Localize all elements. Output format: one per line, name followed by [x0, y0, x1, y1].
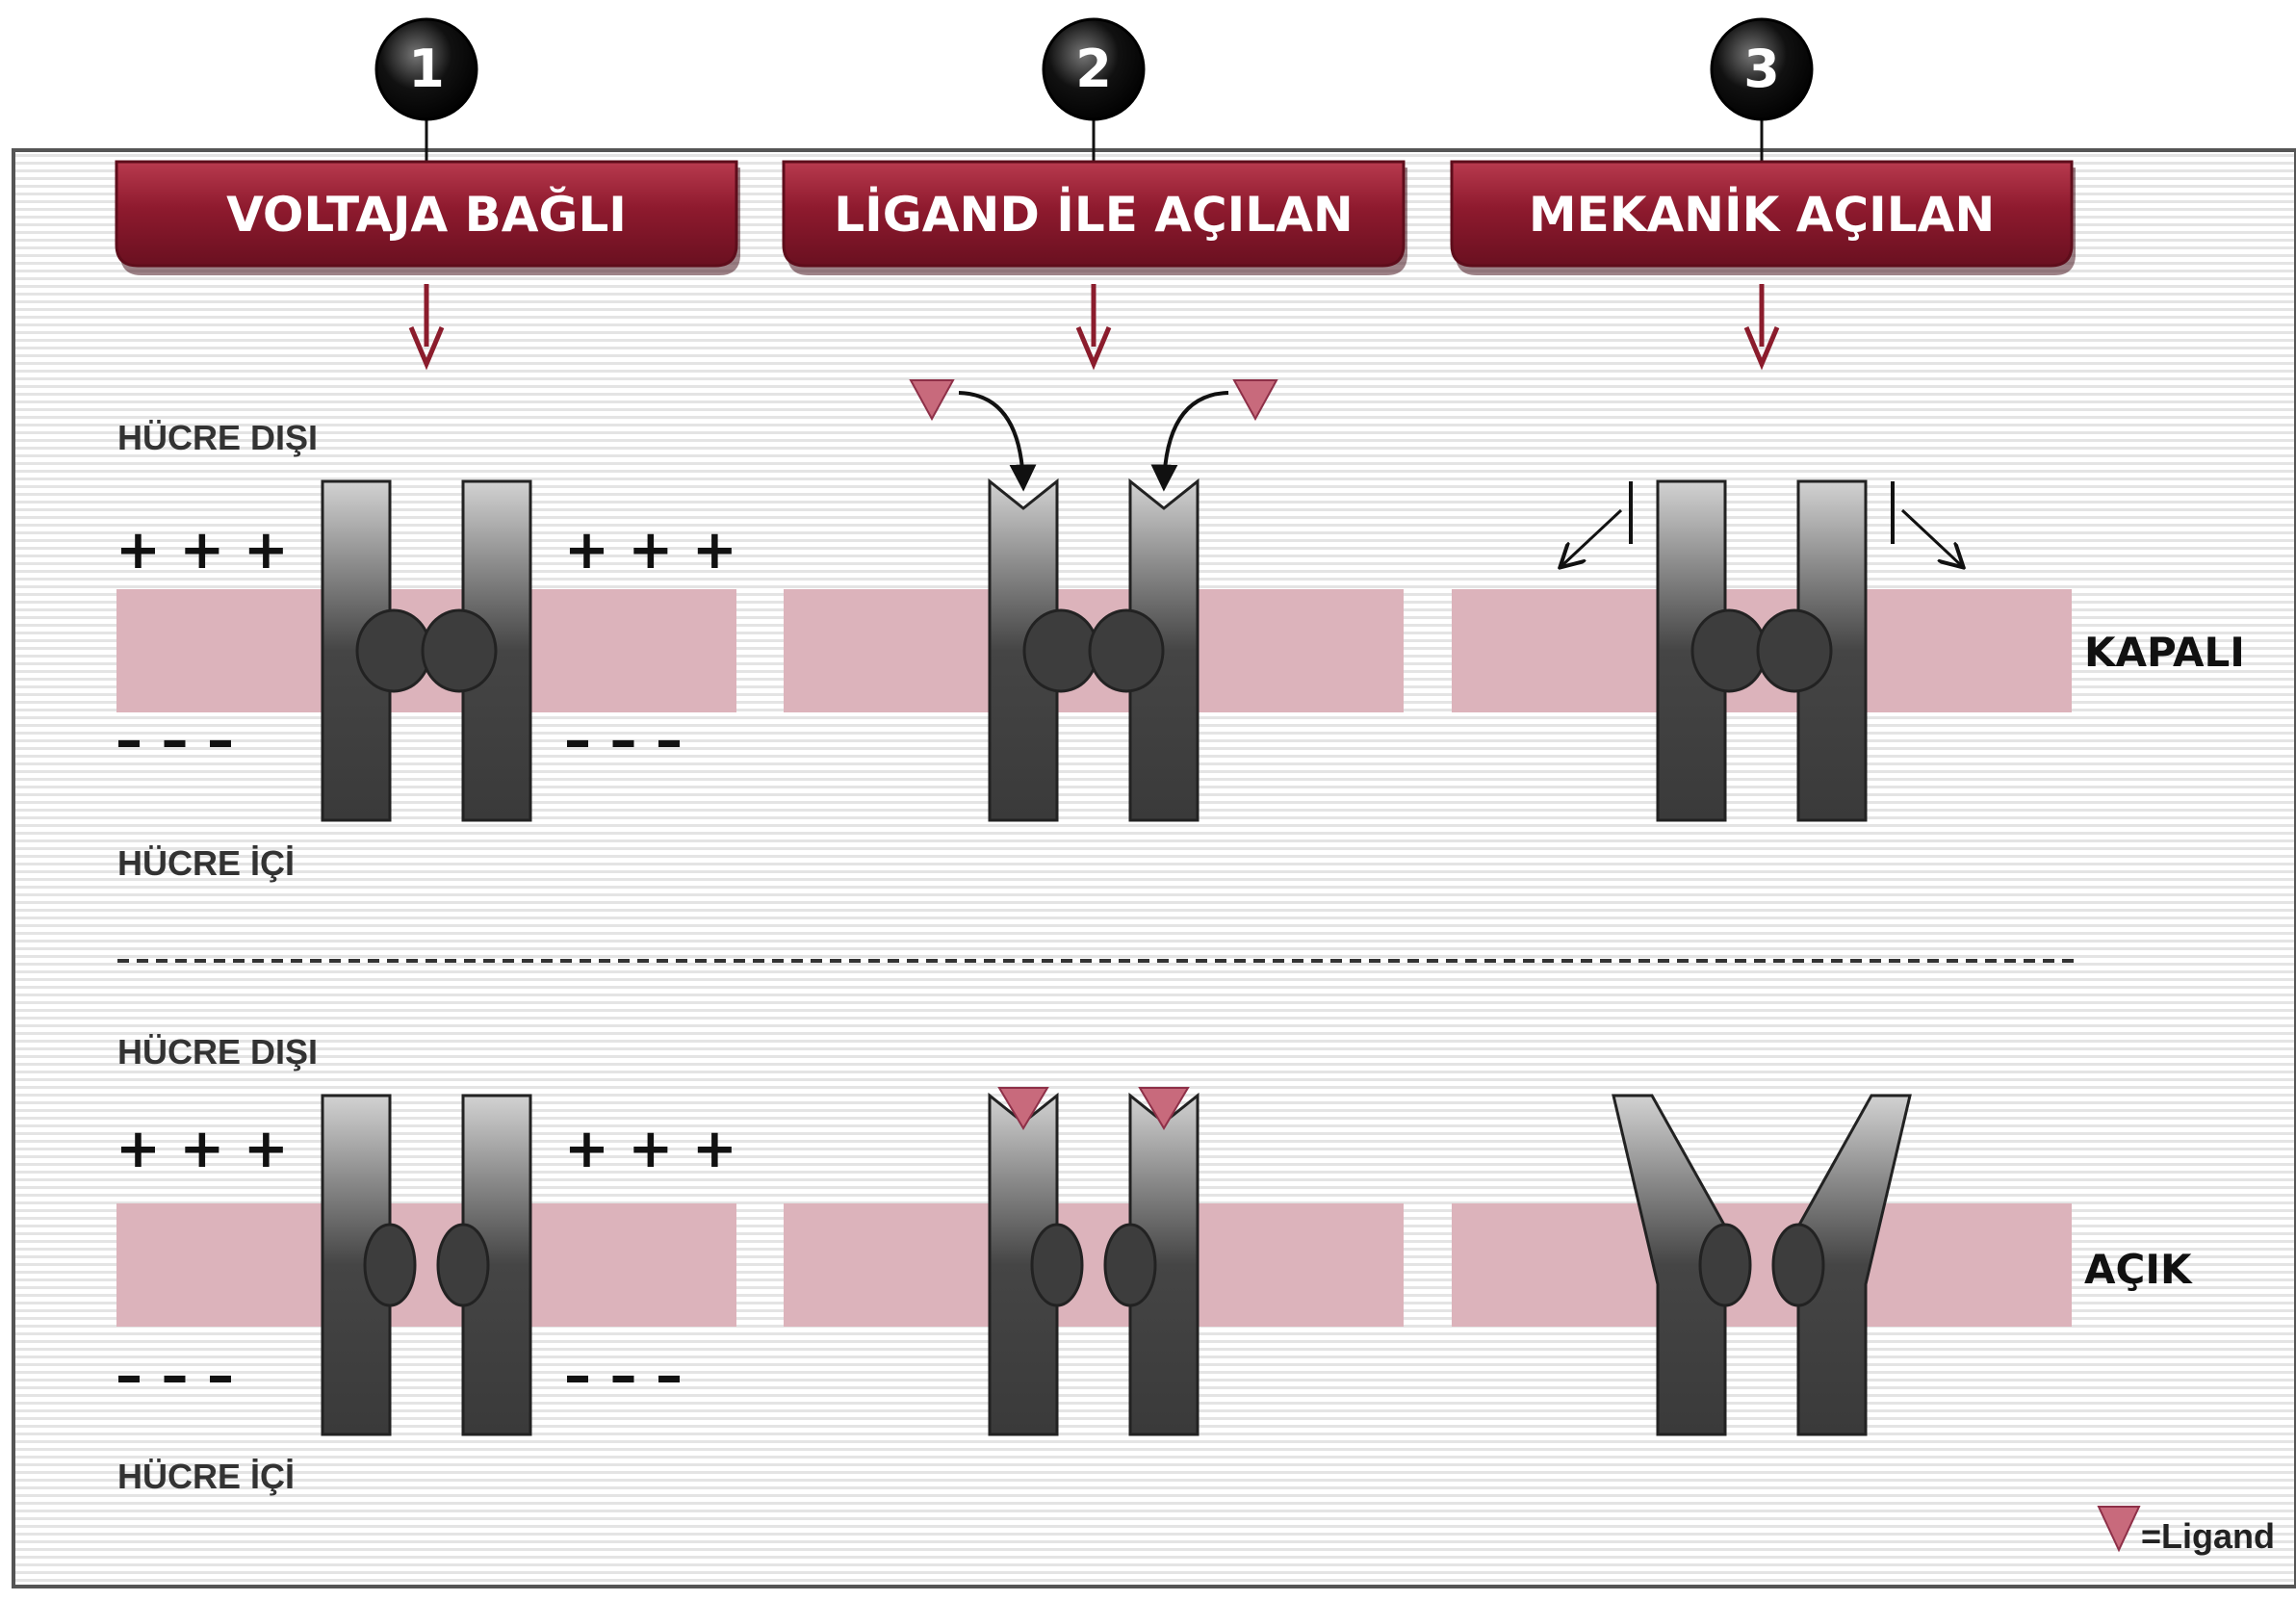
positive-charges-left-bottom: + + +: [116, 1118, 289, 1180]
inside-label-top: HÜCRE İÇİ: [117, 843, 295, 883]
state-label-open: AÇIK: [2084, 1246, 2193, 1293]
column-title: VOLTAJA BAĞLI: [226, 186, 627, 243]
gate-bulge-left: [1692, 610, 1766, 691]
gate-bulge-left: [1700, 1225, 1750, 1305]
gate-bulge-left: [365, 1225, 415, 1305]
column-title: MEKANİK AÇILAN: [1529, 187, 1995, 243]
gate-bulge-right: [1105, 1225, 1155, 1305]
legend-label: =Ligand: [2141, 1516, 2275, 1556]
membrane: [784, 1203, 1404, 1327]
gate-bulge-right: [1090, 610, 1163, 691]
positive-charges-right-top: + + +: [564, 519, 737, 581]
gate-bulge-right: [1758, 610, 1831, 691]
gate-bulge-right: [423, 610, 496, 691]
membrane: [1452, 1203, 2072, 1327]
negative-charges-right-bottom: – – –: [564, 1345, 683, 1407]
inside-label-bottom: HÜCRE İÇİ: [117, 1457, 295, 1496]
negative-charges-right-top: – – –: [564, 710, 683, 772]
gate-bulge-left: [357, 610, 430, 691]
outside-label-top: HÜCRE DIŞI: [117, 418, 318, 457]
state-label-closed: KAPALI: [2084, 629, 2245, 676]
number-badge-label: 3: [1743, 39, 1780, 99]
positive-charges-left-top: + + +: [116, 519, 289, 581]
positive-charges-right-bottom: + + +: [564, 1118, 737, 1180]
outside-label-bottom: HÜCRE DIŞI: [117, 1032, 318, 1072]
column-title: LİGAND İLE AÇILAN: [834, 187, 1353, 243]
membrane: [116, 1203, 736, 1327]
gate-bulge-left: [1032, 1225, 1082, 1305]
number-badge-label: 2: [1075, 39, 1112, 99]
negative-charges-left-top: – – –: [116, 710, 234, 772]
gate-bulge-right: [438, 1225, 488, 1305]
number-badge-label: 1: [408, 39, 445, 99]
negative-charges-left-bottom: – – –: [116, 1345, 234, 1407]
gate-bulge-right: [1773, 1225, 1823, 1305]
gate-bulge-left: [1024, 610, 1097, 691]
